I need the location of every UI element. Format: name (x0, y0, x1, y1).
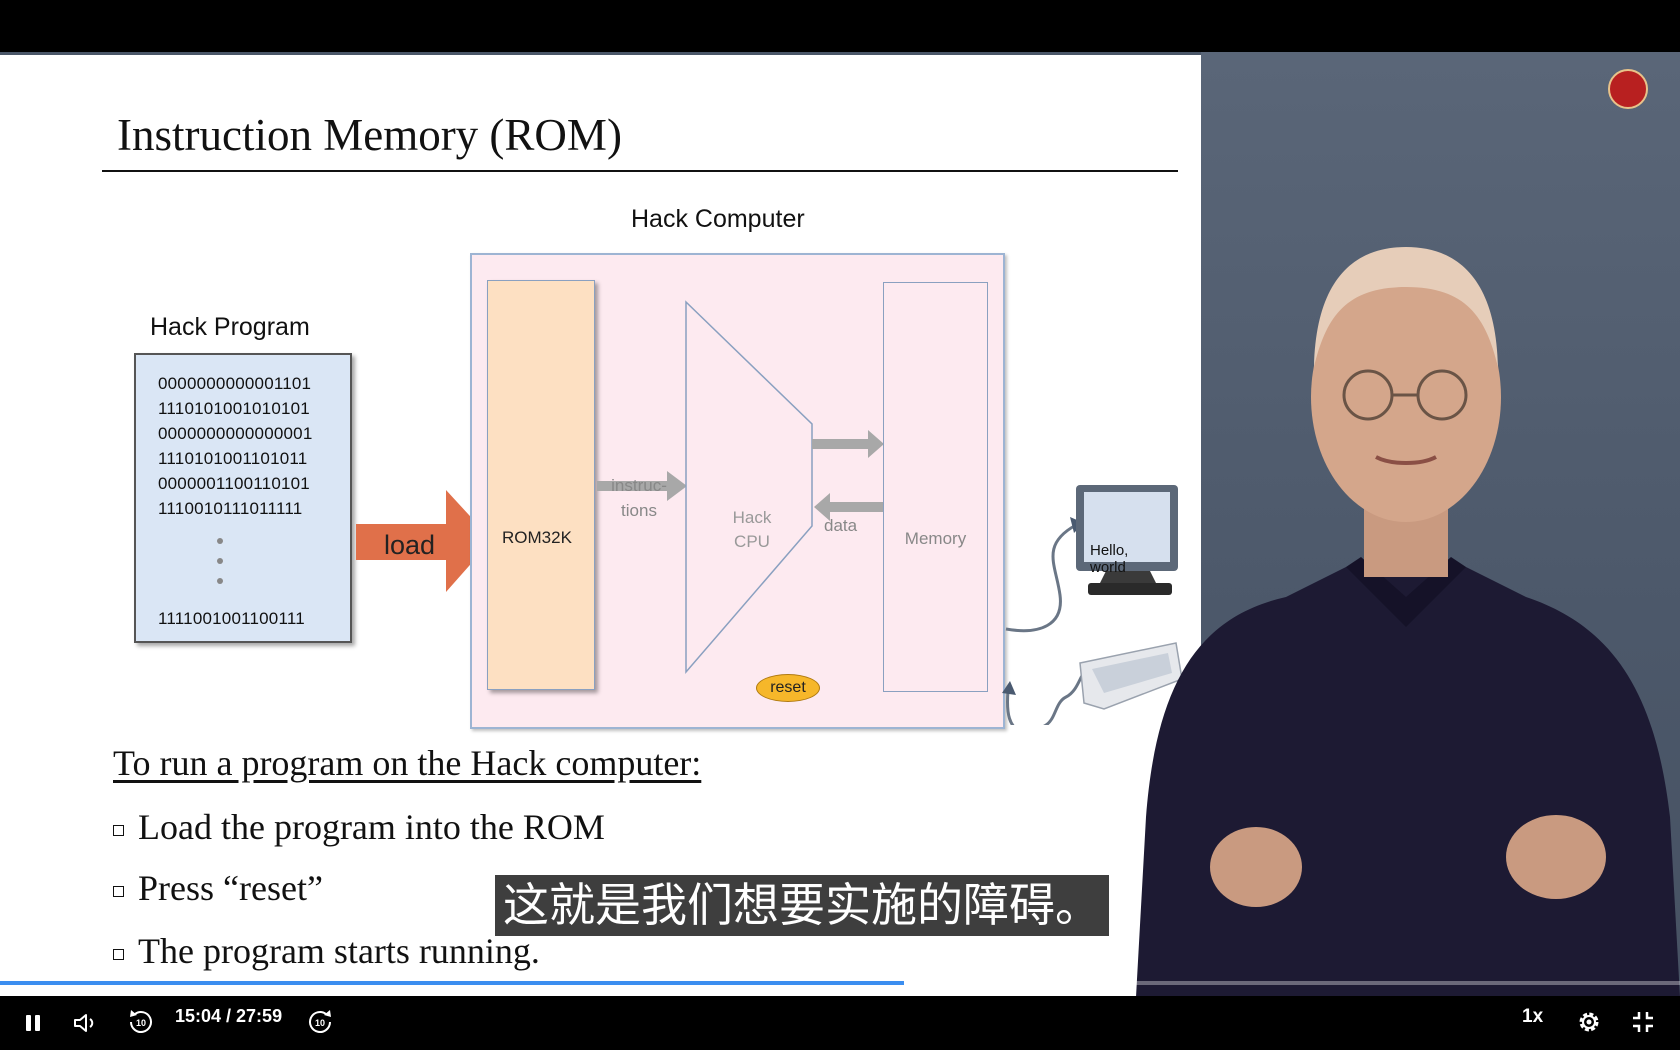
pause-icon (26, 1015, 40, 1031)
forward-10-icon: 10 (309, 1010, 331, 1033)
hack-program-label: Hack Program (150, 313, 310, 341)
bullet-box-icon (113, 825, 124, 836)
run-program-heading: To run a program on the Hack computer: (113, 743, 702, 783)
settings-button[interactable] (1572, 1005, 1606, 1039)
memory-box (883, 282, 988, 692)
rewind-10-icon: 10 (130, 1010, 152, 1033)
data-label: data (824, 516, 858, 535)
hack-computer-label: Hack Computer (631, 205, 805, 233)
svg-text:10: 10 (315, 1018, 325, 1028)
channel-logo-icon (1608, 69, 1648, 109)
monitor-icon (1076, 485, 1178, 595)
monitor-screen-text: Hello, world (1090, 542, 1129, 576)
data-arrow-right (812, 430, 884, 458)
rom-label: ROM32K (502, 528, 572, 547)
code-line: 1110101001101011 (158, 449, 308, 468)
playback-speed-button[interactable]: 1x (1522, 1006, 1544, 1027)
svg-text:10: 10 (136, 1018, 146, 1028)
fullscreen-exit-button[interactable] (1626, 1005, 1660, 1039)
code-line: 0000000000001101 (158, 374, 312, 393)
peripherals-illustration (1002, 485, 1183, 725)
instructions-label: instruc- tions (611, 476, 667, 520)
rewind-10-button[interactable]: 10 (124, 1004, 158, 1038)
top-black-bar (0, 0, 1680, 55)
memory-label: Memory (904, 529, 967, 548)
load-arrow (356, 490, 492, 592)
progress-fill (0, 981, 904, 985)
time-display: 15:04 / 27:59 (175, 1006, 283, 1026)
pause-button[interactable] (18, 1006, 48, 1040)
volume-button[interactable] (68, 1006, 102, 1040)
load-label: load (384, 530, 436, 560)
bullet-item: Load the program into the ROM (113, 806, 605, 848)
settings-icon (1579, 1012, 1599, 1032)
presenter-figure (1136, 247, 1680, 996)
code-line: 1110101001010101 (158, 399, 310, 418)
instructions-arrow (597, 471, 687, 501)
progress-bar[interactable] (0, 981, 1680, 985)
lecture-slide: Instruction Memory (ROM) Hack Computer H… (0, 55, 1201, 996)
ellipsis-dot (217, 578, 223, 584)
video-frame[interactable]: Instruction Memory (ROM) Hack Computer H… (0, 52, 1680, 996)
bullet-item: Press “reset” (113, 867, 323, 909)
slide-title: Instruction Memory (ROM) (117, 110, 622, 160)
keyboard-icon (1079, 642, 1183, 710)
bullet-item: The program starts running. (113, 930, 540, 972)
cpu-trapezoid (685, 300, 813, 675)
data-arrow-left (814, 493, 886, 521)
code-line: 0000000000000001 (158, 424, 313, 443)
cpu-label: Hack CPU (732, 508, 772, 551)
rom-box (487, 280, 595, 690)
forward-10-button[interactable]: 10 (303, 1004, 337, 1038)
program-code-box: 0000000000001101 1110101001010101 000000… (134, 353, 352, 643)
fullscreen-exit-icon (1633, 1012, 1653, 1032)
volume-icon (74, 1014, 94, 1032)
code-line: 1110010111011111 (158, 499, 303, 518)
code-line: 0000001100110101 (158, 474, 310, 493)
subtitle-caption: 这就是我们想要实施的障碍。 (495, 875, 1109, 936)
ellipsis-dot (217, 558, 223, 564)
ellipsis-dot (217, 538, 223, 544)
reset-button: reset (756, 674, 820, 702)
player-controls (0, 998, 1680, 1050)
code-line: 1111001001100111 (158, 609, 305, 628)
bullet-box-icon (113, 949, 124, 960)
title-rule (102, 170, 1178, 172)
bullet-box-icon (113, 886, 124, 897)
